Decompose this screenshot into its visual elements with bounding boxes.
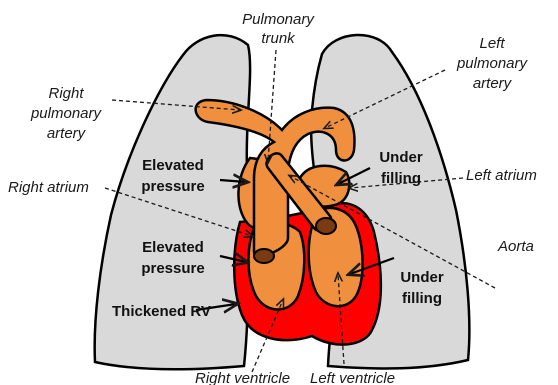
label-right-ventricle: Right ventricle: [195, 370, 290, 385]
label-elevated-pressure-top-1: Elevated: [142, 157, 204, 174]
label-left-atrium: Left atrium: [466, 167, 537, 184]
label-under-filling-top-2: filling: [381, 170, 421, 187]
label-right-pa-1: Right: [48, 85, 84, 102]
label-elevated-pressure-bottom-1: Elevated: [142, 239, 204, 256]
label-left-pa-2: pulmonary: [456, 55, 529, 72]
label-under-filling-bottom-2: filling: [402, 290, 442, 307]
label-aorta: Aorta: [497, 238, 534, 255]
label-elevated-pressure-bottom-2: pressure: [141, 260, 204, 277]
label-left-ventricle: Left ventricle: [310, 370, 395, 385]
label-thickened-rv: Thickened RV: [112, 303, 211, 320]
aorta-lumen: [316, 218, 336, 234]
label-under-filling-bottom-1: Under: [400, 269, 444, 286]
label-elevated-pressure-top-2: pressure: [141, 178, 204, 195]
label-right-atrium: Right atrium: [8, 179, 89, 196]
label-pulmonary-trunk-1: Pulmonary: [242, 11, 315, 28]
pulmonary-trunk-lumen: [254, 249, 274, 263]
label-left-pa-3: artery: [473, 75, 513, 92]
label-right-pa-2: pulmonary: [30, 105, 103, 122]
label-left-pa-1: Left: [479, 35, 505, 52]
label-pulmonary-trunk-2: trunk: [261, 30, 296, 47]
label-right-pa-3: artery: [47, 125, 87, 142]
label-under-filling-top-1: Under: [379, 149, 423, 166]
